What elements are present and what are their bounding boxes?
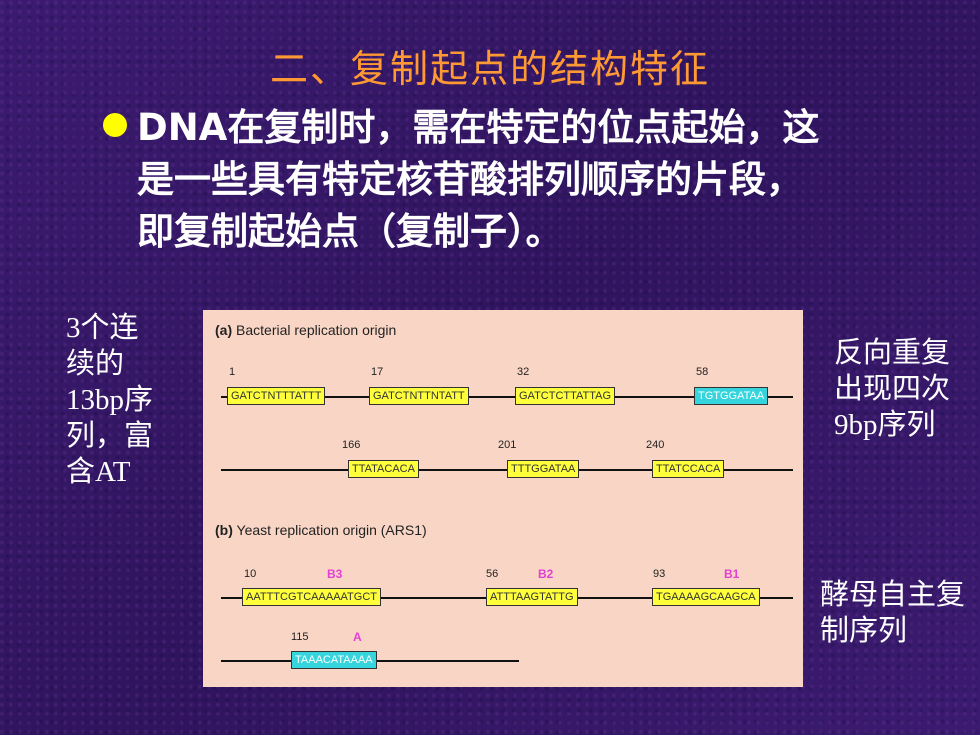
position-label: 201 [498,439,517,451]
body-paragraph: DNA在复制时，需在特定的位点起始，这 是一些具有特定核苷酸排列顺序的片段， 即… [137,102,937,258]
position-label: 10 [244,568,257,580]
left-note-line: 续的 [66,348,125,380]
right-note-line: 酵母自主复 [820,579,966,611]
right-note-line: 制序列 [820,615,908,647]
sequence-box: GATCTNTTNTATT [369,387,469,405]
figure-a-caption-text: Bacterial replication origin [236,322,397,338]
slide-title: 二、复制起点的结构特征 [269,47,710,91]
left-note-line: 列，富 [66,420,154,452]
element-tag: A [353,630,362,644]
figure-b-caption-text: Yeast replication origin (ARS1) [236,522,427,538]
sequence-box: TGTGGATAA [694,387,769,405]
right-note-line: 出现四次 [834,373,951,405]
figure-a-caption: (a) Bacterial replication origin [215,322,396,338]
sequence-box: TTATCCACA [652,460,725,478]
position-label: 32 [517,366,530,378]
figure-b-caption: (b) Yeast replication origin (ARS1) [215,522,427,538]
figure-b-label: (b) [215,522,233,538]
sequence-box: GATCTCTTATTAG [515,387,616,405]
right-annotation-yeast: 酵母自主复 制序列 [820,577,980,649]
left-annotation: 3个连 续的 13bp序 列，富 含AT [66,310,176,490]
sequence-box: GATCTNTTTATTT [227,387,326,405]
sequence-box: TTATACACA [348,460,419,478]
right-note-line: 9bp序列 [834,409,936,441]
element-tag: B2 [538,567,554,581]
position-label: 115 [291,631,309,643]
figure-a-label: (a) [215,322,233,338]
right-annotation-bacterial: 反向重复 出现四次 9bp序列 [834,335,974,443]
position-label: 56 [486,568,499,580]
replication-origin-figure: (a) Bacterial replication origin 1 GATCT… [203,310,803,687]
sequence-box: TAAACATAAAA [291,651,377,669]
position-label: 58 [696,366,709,378]
body-line-1: DNA在复制时，需在特定的位点起始，这 [137,106,820,149]
sequence-box: TGAAAAGCAAGCA [652,588,760,606]
position-label: 17 [371,366,384,378]
bullet-dot-icon [103,113,127,137]
left-note-line: 3个连 [66,312,139,344]
left-note-line: 含AT [66,456,131,488]
body-line-2: 是一些具有特定核苷酸排列顺序的片段， [137,158,803,201]
element-tag: B3 [327,567,343,581]
right-note-line: 反向重复 [834,337,951,369]
position-label: 240 [646,439,665,451]
element-tag: B1 [724,567,740,581]
position-label: 1 [229,366,236,378]
body-line-3: 即复制起始点（复制子）。 [137,210,563,253]
position-label: 166 [342,439,361,451]
dna-line [221,396,793,398]
sequence-box: TTTGGATAA [507,460,580,478]
sequence-box: AATTTCGTCAAAAATGCT [242,588,381,606]
position-label: 93 [653,568,666,580]
sequence-box: ATTTAAGTATTG [486,588,578,606]
left-note-line: 13bp序 [66,384,154,416]
